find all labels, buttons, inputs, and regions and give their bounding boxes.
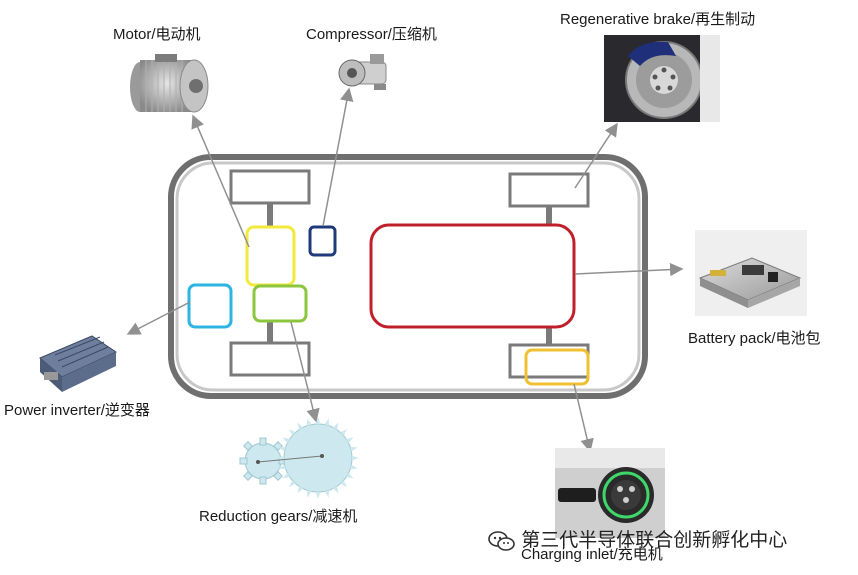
- gear-tooth: [278, 446, 286, 452]
- gear-tooth: [324, 418, 330, 426]
- arrow-compressor: [322, 87, 354, 227]
- reduction-gears-label: Reduction gears/减速机: [199, 508, 358, 525]
- motor-box: [245, 225, 296, 287]
- gear-tooth: [315, 417, 321, 425]
- gear-tooth: [346, 437, 354, 444]
- battery-pack-label: Battery pack/电池包: [688, 330, 821, 347]
- charging-inlet-label: Charging inlet/充电机: [521, 546, 663, 563]
- compressor-label: Compressor/压缩机: [306, 26, 437, 43]
- motor-image: [130, 54, 209, 113]
- charging-box: [524, 348, 590, 386]
- charging-inlet-image: [555, 448, 665, 538]
- watermark-text: 第三代半导体联合创新孵化中心: [521, 530, 788, 551]
- arrow-regen-brake: [574, 122, 618, 189]
- gear-tooth: [340, 480, 347, 487]
- gear-tooth: [332, 486, 339, 494]
- compressor-box: [308, 225, 337, 257]
- gear-tooth: [350, 446, 358, 452]
- battery-pack-image: [695, 230, 807, 316]
- gear-tooth: [306, 490, 312, 498]
- reduction-gears-image: [239, 417, 359, 499]
- motor-label: Motor/电动机: [113, 26, 201, 43]
- inverter-box: [187, 283, 233, 329]
- regen-brake-image: [604, 35, 720, 122]
- gear-tooth: [289, 480, 296, 487]
- gear-tooth: [332, 422, 339, 430]
- arrow-charging: [573, 383, 594, 453]
- arrow-motor: [191, 114, 250, 248]
- arrow-gears: [290, 321, 320, 423]
- connector-arrows: [126, 87, 684, 453]
- gear-tooth: [340, 429, 347, 436]
- arrow-inverter: [126, 301, 191, 335]
- gear-tooth: [351, 455, 359, 461]
- gear-tooth: [297, 486, 304, 494]
- watermark: 第三代半导体联合创新孵化中心: [488, 525, 787, 552]
- gear-tooth: [297, 422, 304, 430]
- power-inverter-image: [39, 335, 118, 392]
- compressor-image: [338, 54, 387, 90]
- gear-tooth: [324, 490, 330, 498]
- regen-brake-label: Regenerative brake/再生制动: [560, 11, 756, 28]
- gears-box: [252, 284, 308, 323]
- gear-tooth: [282, 472, 290, 479]
- gear-tooth: [277, 455, 285, 461]
- arrow-battery: [574, 262, 684, 277]
- gear-tooth: [278, 464, 286, 470]
- power-inverter-label: Power inverter/逆变器: [4, 402, 150, 419]
- gear-tooth: [346, 472, 354, 479]
- axles: [267, 203, 552, 345]
- gear-tooth: [289, 429, 296, 436]
- gear-tooth: [350, 464, 358, 470]
- gear-tooth: [306, 418, 312, 426]
- gear-tooth: [315, 491, 321, 499]
- wheel-front-right: [508, 172, 590, 208]
- wheel-front-left: [229, 169, 311, 205]
- gear-tooth: [282, 437, 290, 444]
- wechat-icon: [488, 531, 515, 551]
- battery-box: [369, 223, 576, 329]
